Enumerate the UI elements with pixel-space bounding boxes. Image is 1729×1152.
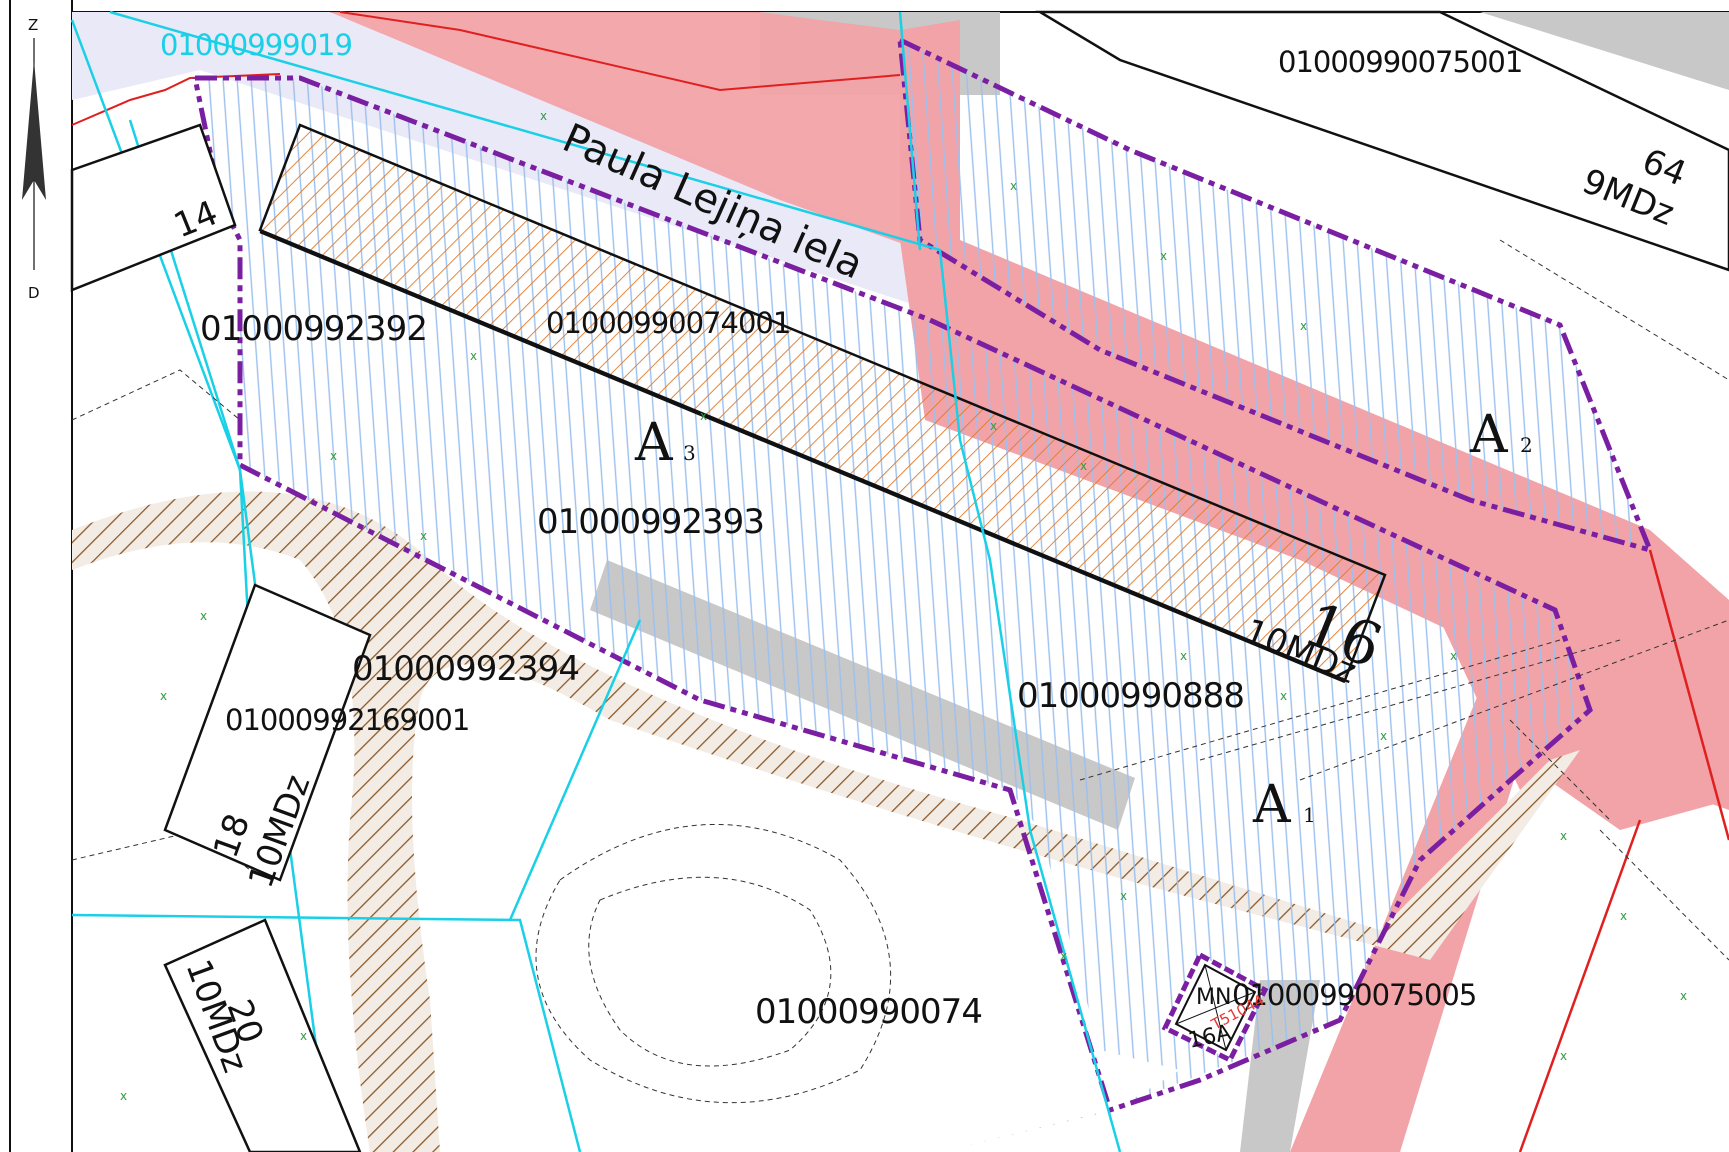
red-building-line — [71, 73, 281, 126]
parcel-label: 01000992169001 — [225, 703, 469, 737]
zone-label-letter: A — [1252, 775, 1292, 835]
building-16-facade-line — [259, 230, 1346, 684]
parcel-label: 01000990074 — [755, 992, 982, 1032]
svg-text:x: x — [1080, 459, 1087, 473]
building-20-footprint — [163, 918, 362, 1152]
zone-label-letter: A — [634, 413, 674, 473]
svg-text:x: x — [420, 529, 427, 543]
zone-label-letter: A — [1469, 405, 1509, 465]
building-18-footprint — [163, 583, 372, 882]
svg-text:x: x — [1300, 319, 1307, 333]
road-red-top — [110, 12, 920, 250]
svg-text:x: x — [200, 609, 207, 623]
zone-a2-boundary — [897, 37, 1655, 554]
svg-text:x: x — [1060, 949, 1067, 963]
svg-text:x: x — [1120, 889, 1127, 903]
parcel-label: 01000999019 — [160, 28, 352, 62]
red-building-line-4 — [1518, 819, 1642, 1152]
svg-text:x: x — [1680, 989, 1687, 1003]
compass-south-label: D — [28, 284, 40, 302]
parcel-label: 01000992394 — [352, 649, 579, 689]
zone-label-sub: 2 — [1520, 433, 1533, 457]
red-building-line-3 — [1648, 549, 1729, 841]
brown-hatched-path — [72, 491, 1580, 1152]
svg-text:x: x — [700, 409, 707, 423]
parcel-label: 01000992392 — [200, 309, 427, 349]
tree-markers: x x x x x x x x x x x x x x x x x x x x x x x x — [120, 109, 1687, 1103]
svg-text:x: x — [1180, 649, 1187, 663]
parcel-label: 01000992393 — [537, 502, 764, 542]
parcel-label: 01000990075001 — [1278, 45, 1522, 79]
parcel-label: 01000990075005 — [1232, 978, 1476, 1012]
svg-text:x: x — [1450, 649, 1457, 663]
grey-road-top-right — [1480, 12, 1729, 90]
svg-text:x: x — [1380, 729, 1387, 743]
north-arrow-icon: Z D — [22, 16, 46, 302]
small-building-16a-cross-2 — [1175, 991, 1256, 1025]
svg-text:x: x — [1560, 829, 1567, 843]
svg-text:x: x — [330, 449, 337, 463]
svg-text:x: x — [1560, 1049, 1567, 1063]
svg-text:x: x — [990, 419, 997, 433]
parcel-label: 01000990074001 — [546, 306, 790, 340]
svg-text:x: x — [1280, 689, 1287, 703]
zone-label-sub: 3 — [683, 441, 696, 465]
svg-text:x: x — [470, 349, 477, 363]
building-14-footprint — [70, 123, 237, 292]
svg-text:x: x — [1010, 179, 1017, 193]
svg-text:x: x — [160, 689, 167, 703]
small-building-label: MN — [1196, 985, 1231, 1010]
red-building-line-2 — [339, 11, 901, 92]
parcel-label: 01000990888 — [1017, 676, 1244, 716]
svg-text:x: x — [120, 1089, 127, 1103]
svg-text:x: x — [300, 1029, 307, 1043]
zone-a3-a1-boundary — [192, 75, 1593, 1114]
building-64-footprint — [1035, 10, 1729, 272]
zone-label-sub: 1 — [1303, 803, 1316, 827]
svg-text:x: x — [1620, 909, 1627, 923]
svg-text:x: x — [1160, 249, 1167, 263]
zone-a2-area — [900, 40, 1650, 550]
building-16-footprint — [258, 123, 1387, 682]
compass-north-label: Z — [28, 16, 38, 34]
svg-text:x: x — [540, 109, 547, 123]
